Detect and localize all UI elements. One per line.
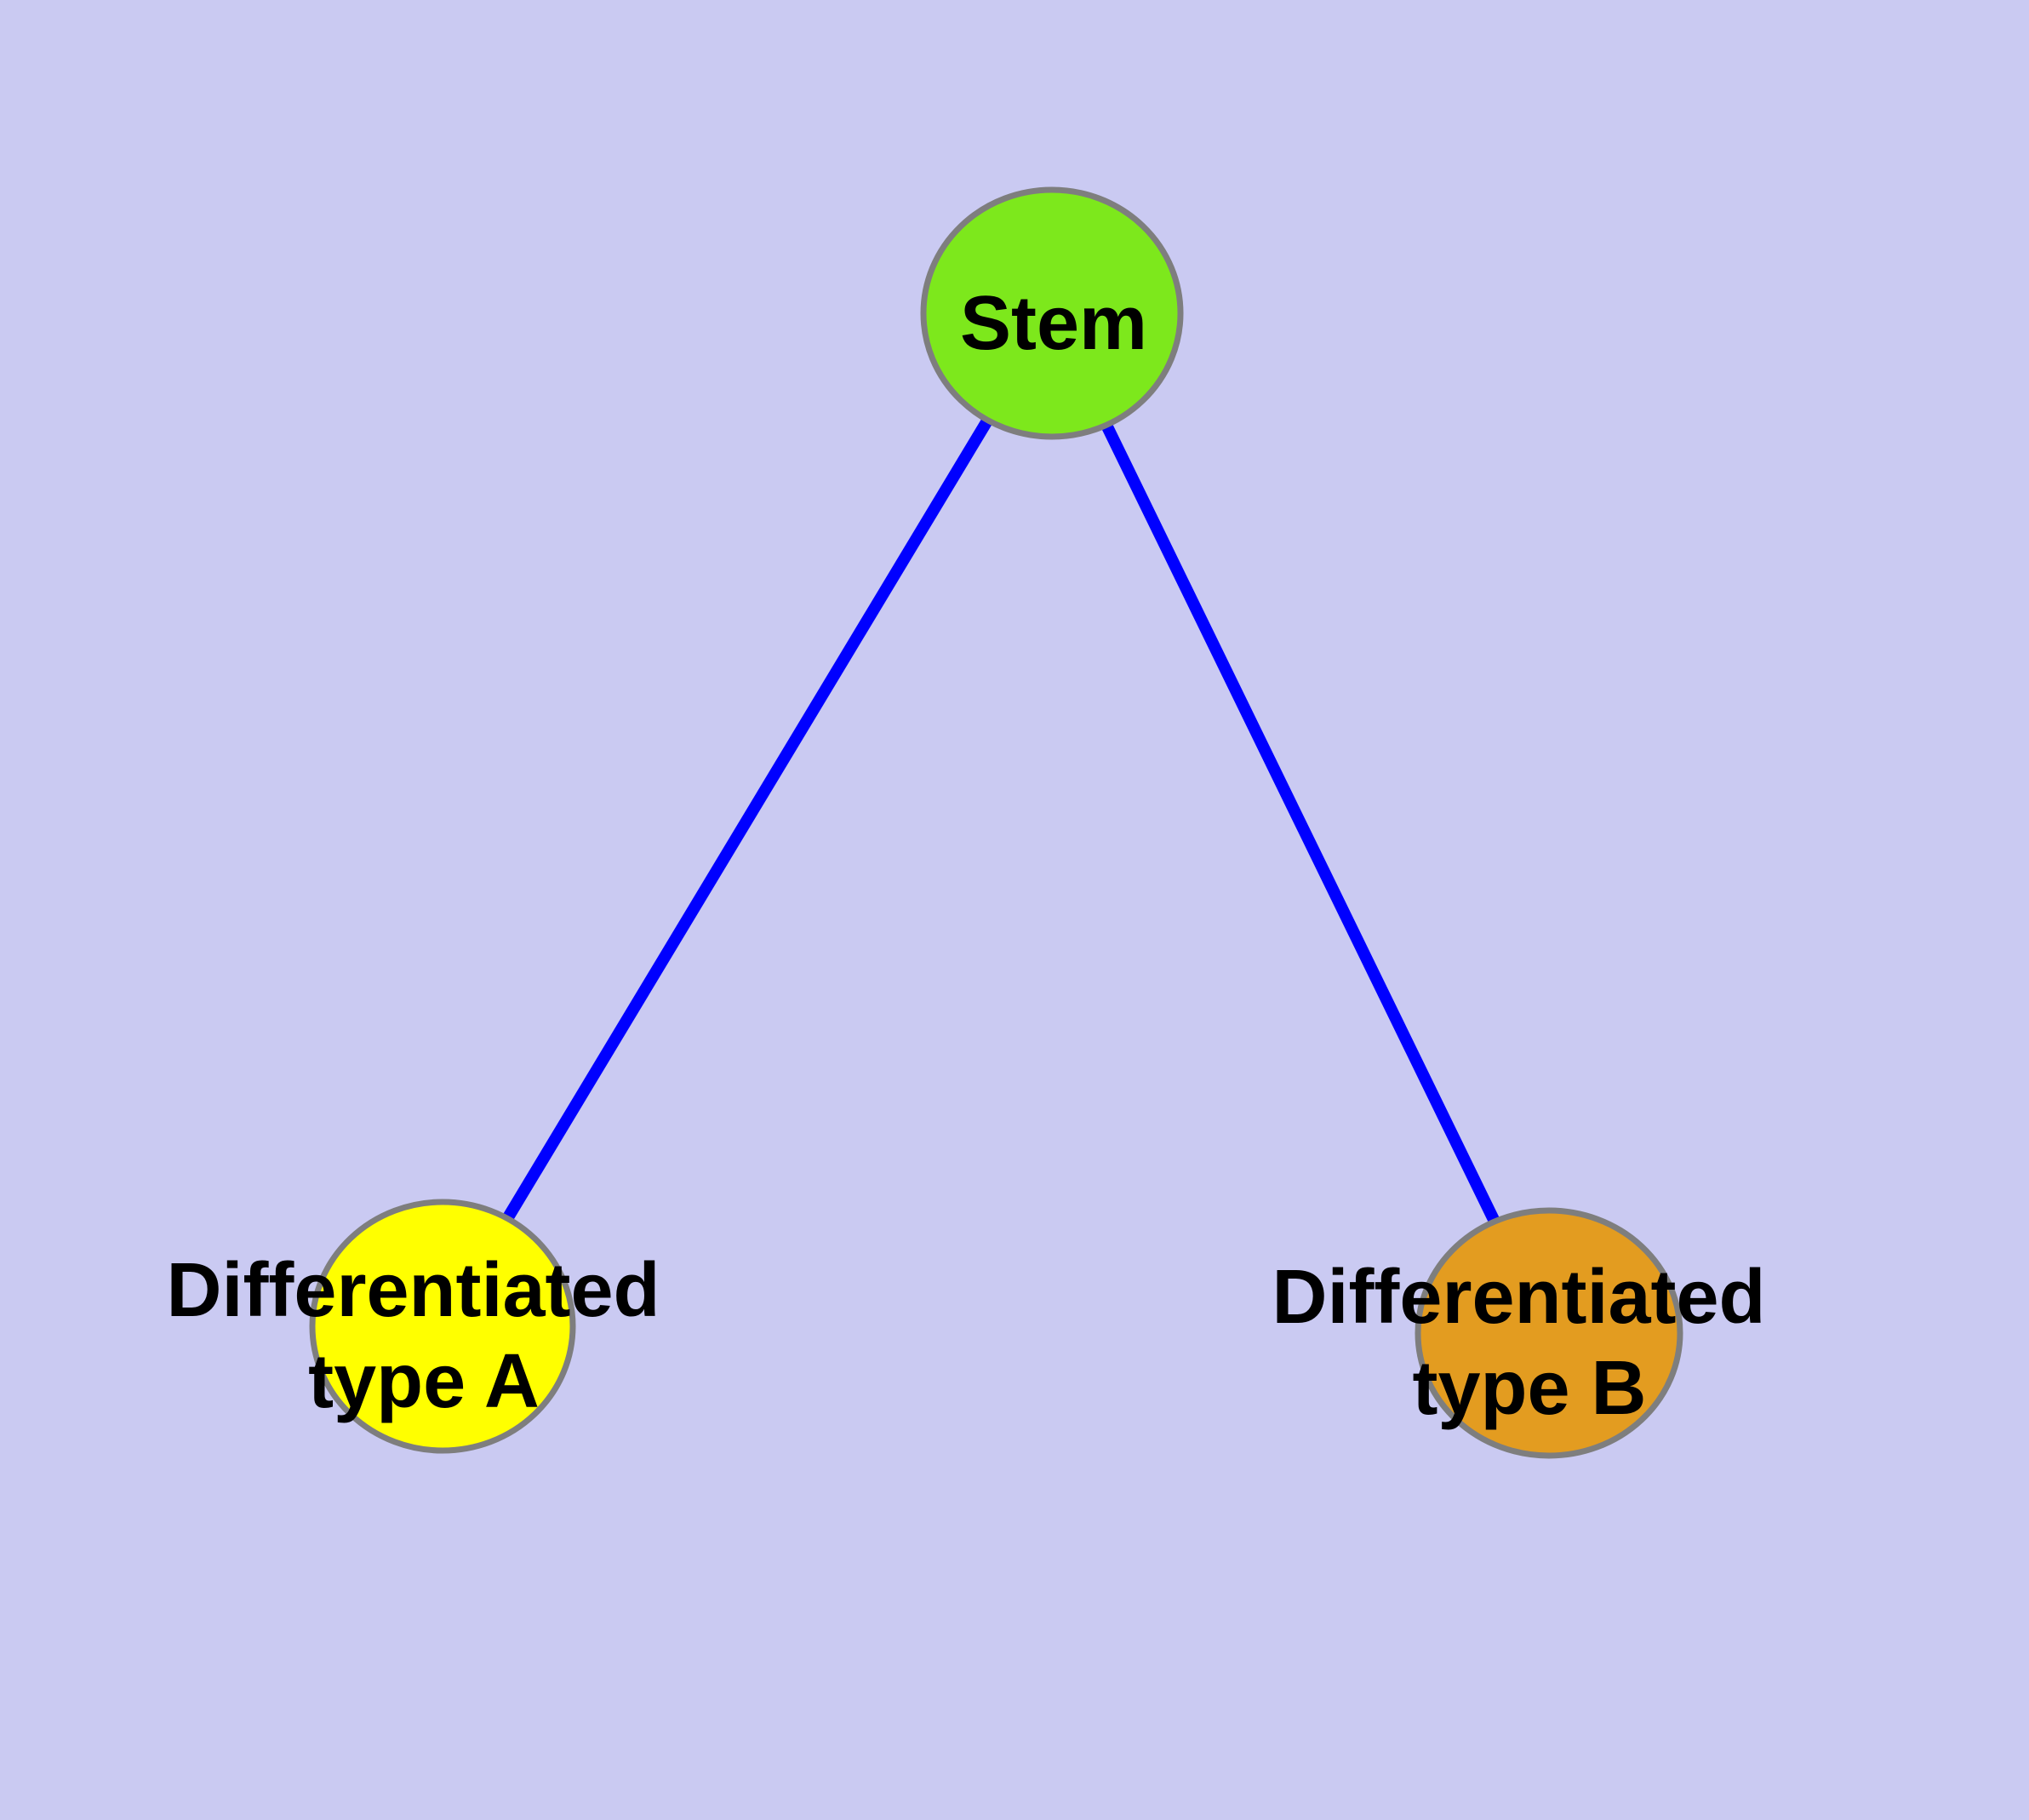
node-differentiated-type-a (309, 1199, 576, 1454)
node-type-a-label: Differentiated type A (166, 1248, 681, 1424)
node-stem (920, 186, 1184, 440)
node-type-b-label: Differentiated type B (1272, 1255, 1786, 1431)
node-type-a-label-line1: Differentiated (166, 1248, 660, 1333)
edge-stem-to-type-a (437, 310, 1057, 1330)
edge-stem-to-type-b (1046, 310, 1555, 1336)
node-type-b-label-line1: Differentiated (1272, 1255, 1765, 1340)
node-differentiated-type-b (1415, 1207, 1683, 1459)
node-type-b-label-line2: type B (1412, 1346, 1646, 1431)
node-type-a-label-line2: type A (308, 1339, 540, 1424)
node-stem-label: Stem (960, 281, 1147, 366)
